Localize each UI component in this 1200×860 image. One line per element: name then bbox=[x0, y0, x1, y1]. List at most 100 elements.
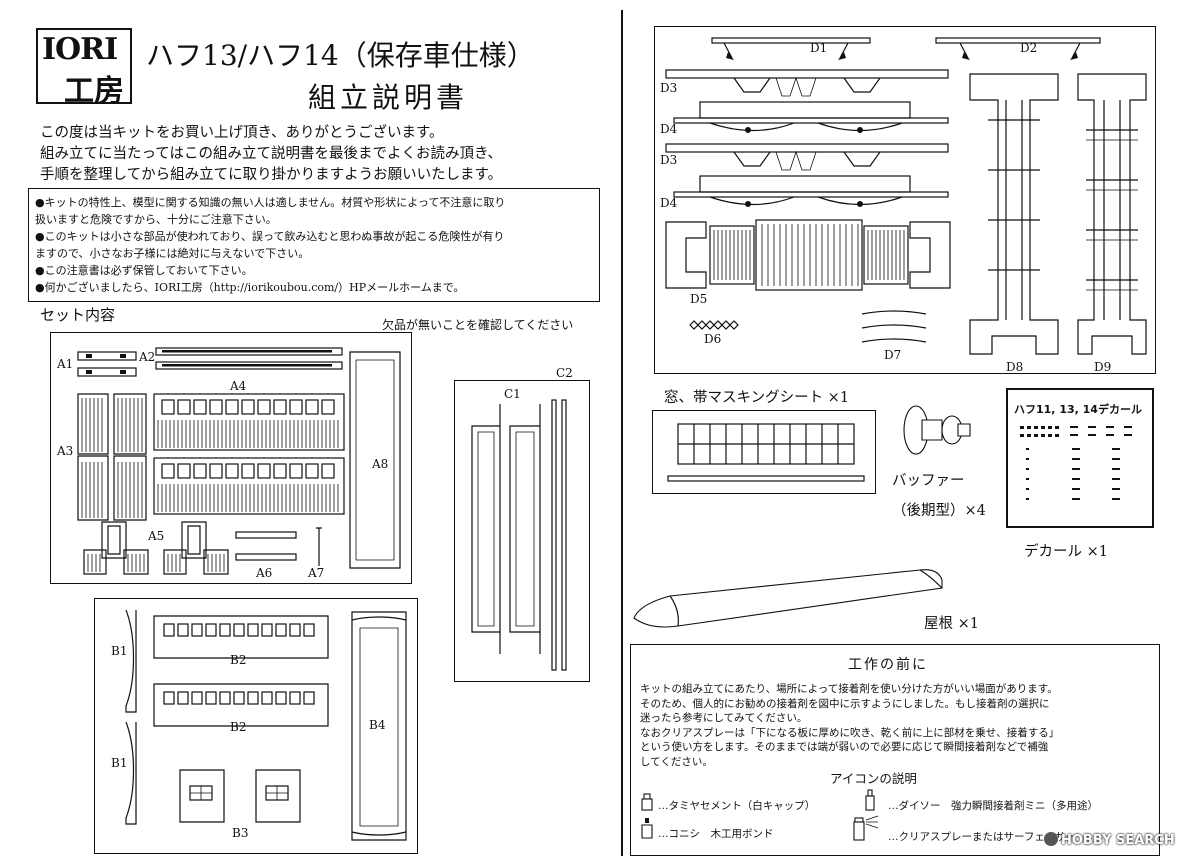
part-label-a1: A1 bbox=[57, 357, 74, 371]
sheet-a bbox=[50, 332, 412, 584]
masking-sheet bbox=[652, 410, 876, 494]
spray-can-icon bbox=[853, 815, 879, 841]
masking-label: 窓、帯マスキングシート ×1 bbox=[664, 390, 850, 406]
part-label-d5: D5 bbox=[690, 292, 708, 306]
part-b4 bbox=[351, 611, 407, 841]
part-a8 bbox=[349, 351, 401, 569]
part-label-d3: D3 bbox=[660, 81, 678, 95]
part-label-b3: B3 bbox=[232, 826, 249, 840]
sheet-d bbox=[654, 26, 1156, 374]
part-b1 bbox=[125, 609, 137, 825]
wood-glue-icon bbox=[641, 818, 653, 839]
part-d6 bbox=[689, 320, 739, 330]
icon-label: …コニシ 木工用ボンド bbox=[658, 828, 774, 840]
watermark: HOBBY SEARCH bbox=[1044, 832, 1175, 848]
part-a2 bbox=[155, 347, 343, 370]
part-label-a5: A5 bbox=[148, 529, 165, 543]
notice-line: ●何かございましたら、IORI工房（http://iorikoubou.com/… bbox=[35, 281, 465, 294]
icon-label: …クリアスプレーまたはサーフェーサー bbox=[888, 831, 1077, 843]
sheet-c bbox=[454, 380, 590, 682]
page-subtitle: 組立説明書 bbox=[308, 81, 469, 114]
part-d7 bbox=[861, 310, 927, 343]
part-label-a3: A3 bbox=[57, 444, 74, 458]
check-note: 欠品が無いことを確認してください bbox=[382, 318, 574, 332]
icon-label: …ダイソー 強力瞬間接着剤ミニ（多用途） bbox=[888, 800, 1098, 812]
part-label-a7: A7 bbox=[308, 566, 325, 580]
decal-label: デカール ×1 bbox=[1024, 544, 1108, 560]
part-a6 bbox=[235, 531, 297, 561]
intro-line: 手順を整理してから組み立てに取り掛かりますようお願いいたします。 bbox=[40, 167, 503, 183]
part-label-a2: A2 bbox=[139, 350, 156, 364]
page-title: ハフ13/ハフ14（保存車仕様） bbox=[146, 39, 535, 72]
notice-line: ●キットの特性上、模型に関する知識の無い人は適しません。材質や形状によって不注意… bbox=[35, 196, 506, 209]
decal-sheet bbox=[1006, 388, 1154, 528]
part-label-a8: A8 bbox=[372, 457, 389, 471]
part-b3 bbox=[179, 769, 301, 823]
decal-marks bbox=[1020, 426, 1132, 500]
logo-top: IORI bbox=[42, 32, 118, 67]
part-label-c1: C1 bbox=[504, 387, 521, 401]
part-label-d1: D1 bbox=[810, 41, 828, 55]
intro-line: 組み立てに当たってはこの組み立て説明書を最後までよくお読み頂き、 bbox=[40, 146, 502, 162]
buffer-label-line1: バッファー bbox=[892, 473, 965, 489]
part-label-d4: D4 bbox=[660, 122, 678, 136]
part-b2 bbox=[153, 615, 329, 727]
part-label-b2: B2 bbox=[230, 653, 247, 667]
part-d8 bbox=[969, 73, 1059, 355]
cement-bottle-icon bbox=[641, 793, 653, 811]
roof-drawing bbox=[633, 569, 943, 628]
contents-heading: セット内容 bbox=[40, 306, 116, 324]
before-line: そのため、個人的にお勧めの接着剤を図中に示すようにしました。もし接着剤の選択に bbox=[640, 697, 1050, 710]
before-line: という使い方をします。そのままでは端が弱いので必要に応じて瞬間接着剤などで補強 bbox=[640, 741, 1049, 754]
brand-logo: IORI 工房 bbox=[36, 28, 132, 109]
sheet-b bbox=[94, 598, 418, 854]
part-label-d6: D6 bbox=[704, 332, 722, 346]
notice-line: ●このキットは小さな部品が使われており、誤って飲み込むと思わぬ事故が起こる危険性… bbox=[35, 230, 505, 243]
intro-text: この度は当キットをお買い上げ頂き、ありがとうございます。 組み立てに当たってはこ… bbox=[40, 123, 502, 186]
icon-heading: アイコンの説明 bbox=[830, 771, 917, 786]
before-line: なおクリアスプレーは「下になる板に厚めに吹き、乾く前に上に部材を乗せ、接着する」 bbox=[640, 726, 1060, 739]
before-line: してください。 bbox=[640, 755, 713, 768]
part-label-d9: D9 bbox=[1094, 360, 1112, 374]
before-work-box bbox=[630, 644, 1160, 856]
before-line: キットの組み立てにあたり、場所によって接着剤を使い分けた方がいい場面があります。 bbox=[640, 683, 1058, 695]
watermark-icon bbox=[1044, 832, 1058, 846]
part-a3 bbox=[77, 393, 147, 521]
part-d3-d4 bbox=[665, 69, 949, 207]
part-label-a4: A4 bbox=[230, 379, 247, 393]
page-divider bbox=[621, 10, 623, 856]
part-label-b1-2: B1 bbox=[111, 756, 128, 770]
part-label-c2: C2 bbox=[556, 366, 573, 380]
logo-bottom: 工房 bbox=[64, 74, 124, 109]
buffer-label-line2: （後期型）×4 bbox=[892, 503, 986, 519]
decal-sheet-title: ハフ11, 13, 14デカール bbox=[1014, 403, 1142, 416]
before-text: キットの組み立てにあたり、場所によって接着剤を使い分けた方がいい場面があります。… bbox=[640, 682, 1059, 770]
before-line: 迷ったら参考にしてみてください。 bbox=[640, 712, 808, 725]
roof-label: 屋根 ×1 bbox=[924, 616, 979, 632]
part-label-b2-2: B2 bbox=[230, 720, 247, 734]
part-label-d8: D8 bbox=[1006, 360, 1024, 374]
buffer-label: バッファー （後期型）×4 bbox=[892, 466, 986, 526]
notice-box: ●キットの特性上、模型に関する知識の無い人は適しません。材質や形状によって不注意… bbox=[28, 188, 600, 302]
buffer-icon bbox=[903, 405, 971, 455]
watermark-text: HOBBY SEARCH bbox=[1061, 833, 1175, 848]
part-label-a6: A6 bbox=[256, 566, 273, 580]
part-d5 bbox=[665, 219, 951, 291]
notice-line: ますので、小さなお子様には絶対に与えないで下さい。 bbox=[35, 247, 310, 260]
part-a5 bbox=[83, 521, 229, 575]
icon-label: …タミヤセメント（白キャップ） bbox=[658, 800, 816, 812]
notice-line: ●この注意書は必ず保管しておいて下さい。 bbox=[35, 264, 253, 277]
notice-line: 扱いますと危険ですから、十分にご注意下さい。 bbox=[35, 213, 277, 226]
part-a1 bbox=[77, 351, 137, 377]
part-a7 bbox=[316, 527, 322, 566]
part-d9 bbox=[1077, 73, 1147, 355]
part-d1-d2 bbox=[711, 37, 1101, 60]
part-label-d2: D2 bbox=[1020, 41, 1038, 55]
masking-windows bbox=[667, 423, 865, 482]
intro-line: この度は当キットをお買い上げ頂き、ありがとうございます。 bbox=[40, 125, 444, 141]
part-c1-c2 bbox=[471, 399, 567, 671]
part-label-d7: D7 bbox=[884, 348, 902, 362]
part-label-b1: B1 bbox=[111, 644, 128, 658]
part-label-d3-2: D3 bbox=[660, 153, 678, 167]
part-label-b4: B4 bbox=[369, 718, 386, 732]
